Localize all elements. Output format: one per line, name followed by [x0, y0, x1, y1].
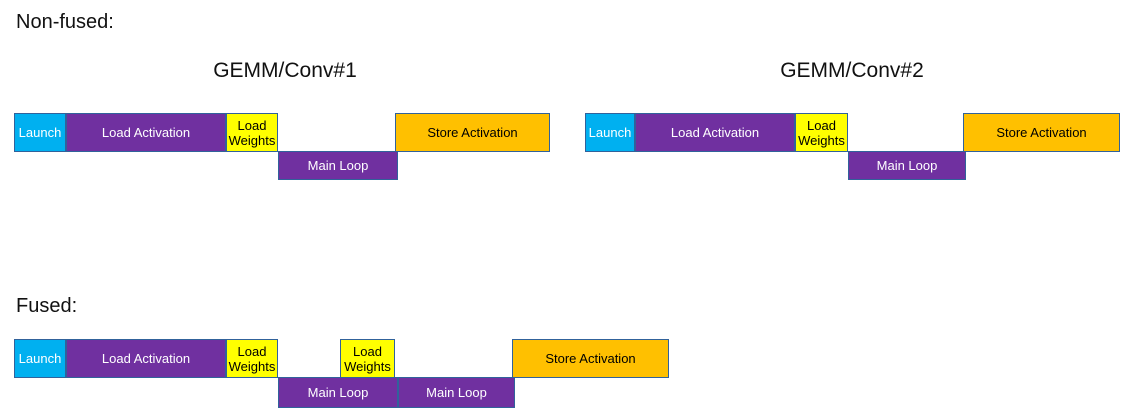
bar-non-fused-1-main-loop[interactable]: Main Loop	[278, 151, 398, 180]
bar-label: Load Activation	[101, 124, 191, 140]
group-title-non-fused-1: GEMM/Conv#1	[213, 59, 357, 82]
bar-non-fused-1-load-activation[interactable]: Load Activation	[66, 113, 226, 152]
bar-label: Launch	[18, 124, 62, 140]
bar-fused-1-load-activation[interactable]: Load Activation	[66, 339, 226, 378]
bar-label: Load Activation	[670, 124, 760, 140]
bar-label: Launch	[588, 124, 632, 140]
bar-non-fused-1-store-activation[interactable]: Store Activation	[395, 113, 550, 152]
bar-label: Load Weights	[798, 117, 845, 148]
group-title-non-fused-2: GEMM/Conv#2	[780, 59, 924, 82]
bar-non-fused-2-main-loop[interactable]: Main Loop	[848, 151, 966, 180]
bar-label: Load Weights	[228, 117, 276, 148]
bar-label: Store Activation	[427, 124, 518, 140]
bar-fused-1-store-activation[interactable]: Store Activation	[512, 339, 669, 378]
bar-non-fused-2-load-weights[interactable]: Load Weights	[795, 113, 848, 152]
bar-label: Main Loop	[876, 157, 938, 173]
bar-label: Store Activation	[545, 350, 636, 366]
bar-label: Load Weights	[344, 343, 391, 374]
bar-label: Main Loop	[307, 157, 369, 173]
bar-fused-1-main-loop-2[interactable]: Main Loop	[398, 377, 515, 408]
bar-non-fused-2-store-activation[interactable]: Store Activation	[963, 113, 1120, 152]
bar-label: Store Activation	[996, 124, 1087, 140]
bar-non-fused-1-launch[interactable]: Launch	[14, 113, 66, 152]
bar-non-fused-2-launch[interactable]: Launch	[585, 113, 635, 152]
bar-fused-1-launch[interactable]: Launch	[14, 339, 66, 378]
bar-label: Main Loop	[426, 384, 487, 400]
section-label-fused: Fused:	[16, 295, 78, 317]
bar-fused-1-main-loop[interactable]: Main Loop	[278, 377, 398, 408]
bar-label: Load Activation	[101, 350, 191, 366]
section-label-non-fused: Non-fused:	[16, 11, 114, 33]
bar-label: Load Weights	[228, 343, 276, 374]
bar-non-fused-1-load-weights[interactable]: Load Weights	[226, 113, 278, 152]
bar-label: Main Loop	[307, 384, 369, 400]
bar-fused-1-load-weights[interactable]: Load Weights	[226, 339, 278, 378]
bar-fused-1-load-weights-2[interactable]: Load Weights	[340, 339, 395, 378]
bar-non-fused-2-load-activation[interactable]: Load Activation	[635, 113, 795, 152]
bar-label: Launch	[18, 350, 62, 366]
